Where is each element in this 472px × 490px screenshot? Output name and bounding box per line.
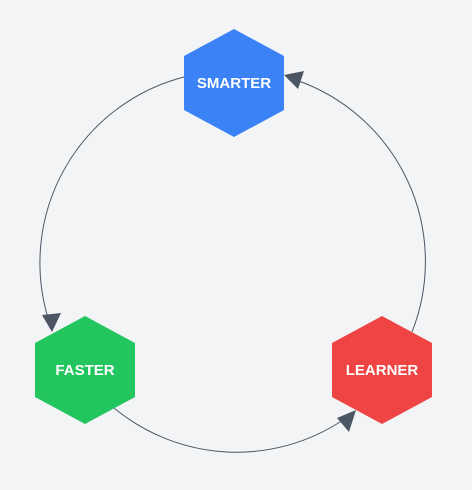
node-label-learner: LEARNER bbox=[346, 362, 419, 379]
hexagon-faster bbox=[35, 316, 135, 424]
arc-smarter-to-faster bbox=[39, 76, 185, 319]
arrow-into-learner bbox=[337, 410, 356, 432]
arrow-into-smarter bbox=[284, 71, 304, 89]
hexagon-learner bbox=[332, 316, 432, 424]
arrow-into-faster bbox=[42, 313, 61, 332]
node-faster: FASTER bbox=[35, 316, 135, 424]
hexagon-smarter bbox=[184, 29, 284, 137]
arc-faster-to-learner bbox=[113, 407, 344, 453]
node-smarter: SMARTER bbox=[184, 29, 284, 137]
node-learner: LEARNER bbox=[332, 316, 432, 424]
node-label-smarter: SMARTER bbox=[197, 75, 271, 92]
arc-learner-to-smarter bbox=[295, 79, 426, 333]
node-label-faster: FASTER bbox=[55, 362, 114, 379]
